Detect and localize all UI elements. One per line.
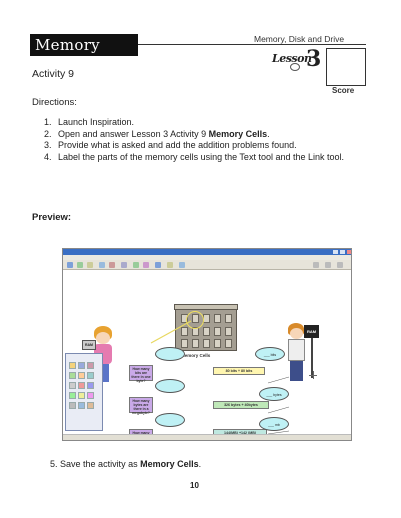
- toolbar-icon: [67, 262, 73, 268]
- toolbar-icon: [167, 262, 173, 268]
- toolbar-icon: [121, 262, 127, 268]
- answer-bubble: [155, 379, 185, 393]
- crosshair-icon: [309, 371, 317, 379]
- toolbar-icon: [179, 262, 185, 268]
- symbol-palette: [65, 353, 103, 431]
- close-icon: [347, 250, 351, 254]
- toolbar-icon: [313, 262, 319, 268]
- score-box[interactable]: [326, 48, 366, 86]
- toolbar-icon: [143, 262, 149, 268]
- menu-bar: [63, 255, 351, 260]
- calc-box: 80 bits ÷ 80 bits: [213, 367, 265, 375]
- minimize-icon: [333, 250, 338, 254]
- ram-sign: RAM: [304, 325, 319, 338]
- highlight-circle: [186, 311, 204, 329]
- header-rule: [138, 44, 366, 45]
- page-number: 10: [190, 481, 199, 490]
- toolbar-icon: [337, 262, 343, 268]
- maximize-icon: [340, 250, 345, 254]
- toolbar-icon: [325, 262, 331, 268]
- question-note: How many bytes are there in a megabyte?: [129, 397, 153, 415]
- toolbar-icon: [109, 262, 115, 268]
- question-note: How many bits are there in one byte?: [129, 365, 153, 383]
- file-name: Memory Cells: [140, 459, 199, 469]
- page-title: Memory Cells: [30, 34, 138, 76]
- toolbar: [63, 260, 351, 270]
- toolbar-icon: [99, 262, 105, 268]
- score-label: Score: [332, 86, 355, 95]
- list-item: 2. Open and answer Lesson 3 Activity 9 M…: [44, 128, 270, 139]
- boy-character: RAM: [284, 323, 320, 383]
- answer-bubble: [155, 413, 185, 427]
- preview-screenshot: Memory Cells RAM RAM How many bits are t…: [62, 248, 352, 441]
- list-item: 1. Launch Inspiration.: [44, 117, 135, 127]
- lesson-word: Lesson: [272, 52, 312, 65]
- preview-label: Preview:: [32, 212, 72, 223]
- answer-bubble: ___ bits: [255, 347, 285, 361]
- lesson-badge: Lesson 3: [272, 46, 324, 72]
- window-titlebar: [63, 249, 351, 255]
- diagram-canvas: Memory Cells RAM RAM How many bits are t…: [63, 271, 351, 439]
- link-lines: [150, 320, 290, 435]
- directions-label: Directions:: [32, 97, 77, 108]
- toolbar-icon: [155, 262, 161, 268]
- toolbar-icon: [87, 262, 93, 268]
- steps-list: 1. Launch Inspiration. 2. Open and answe…: [44, 117, 364, 163]
- ram-sign: RAM: [82, 340, 96, 350]
- lesson-number: 3: [306, 46, 322, 72]
- toolbar-icon: [77, 262, 83, 268]
- activity-label: Activity 9: [32, 68, 75, 80]
- list-item: 4. Label the parts of the memory cells u…: [44, 151, 345, 162]
- answer-bubble: ___ bytes: [259, 387, 289, 401]
- gear-icon: [290, 63, 300, 71]
- unit-title: Memory, Disk and Drive: [254, 34, 345, 44]
- answer-bubble: ___ mb: [259, 417, 289, 431]
- toolbar-icon: [133, 262, 139, 268]
- status-bar: [63, 434, 351, 440]
- list-item: 3. Provide what is asked and add the add…: [44, 140, 297, 150]
- answer-bubble: [155, 347, 185, 361]
- file-name: Memory Cells: [208, 128, 268, 139]
- calc-box: 326 bytes + 40bytes: [213, 401, 269, 409]
- step-5: 5. Save the activity as Memory Cells.: [50, 459, 202, 469]
- memory-cells-label: Memory Cells: [181, 353, 211, 358]
